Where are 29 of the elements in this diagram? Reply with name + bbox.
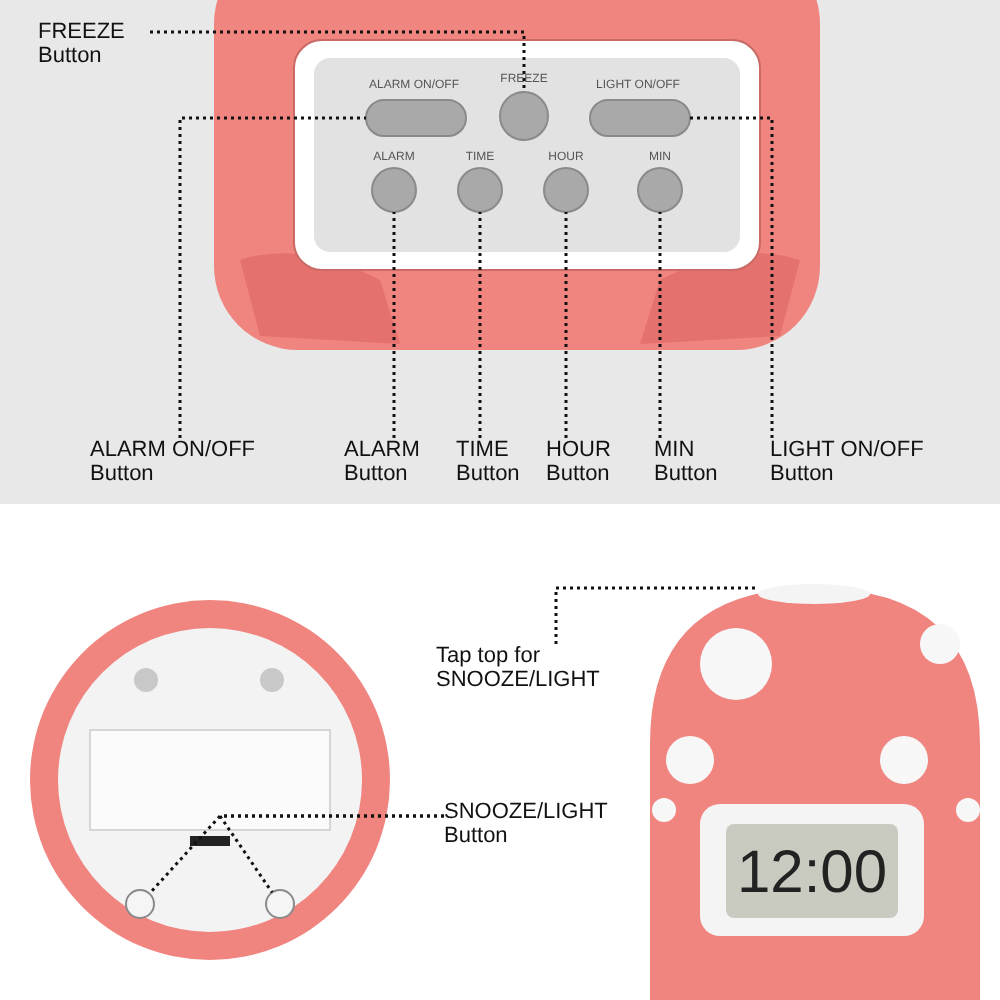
round-button [499,91,549,141]
rubber-foot [265,889,295,919]
leader-line [392,212,396,438]
callout-label: ALARM Button [344,438,434,486]
lcd-time-display: 12:00 [736,840,888,906]
callout-label: MIN Button [654,438,738,486]
leader-line [217,814,444,894]
callout-label: ALARM ON/OFF Button [90,438,270,486]
leader-line [478,212,482,438]
top-cap [758,584,870,604]
leader-line [150,30,526,92]
slide-button [589,99,691,137]
round-button [371,167,417,213]
round-button [543,167,589,213]
leader-line [178,116,366,438]
leader-line [564,212,568,438]
callout-label: TIME Button [456,438,540,486]
callout-label: Tap top for SNOOZE/LIGHT [436,644,600,692]
round-button [457,167,503,213]
rubber-foot [125,889,155,919]
callout-label: SNOOZE/LIGHT Button [444,800,608,848]
leader-line [554,586,758,644]
callout-label: FREEZE Button [38,20,150,68]
callout-label: LIGHT ON/OFF Button [770,438,960,486]
leader-line [690,116,774,438]
slide-button [365,99,467,137]
callout-label: HOUR Button [546,438,630,486]
round-button [637,167,683,213]
leader-line [658,212,662,438]
